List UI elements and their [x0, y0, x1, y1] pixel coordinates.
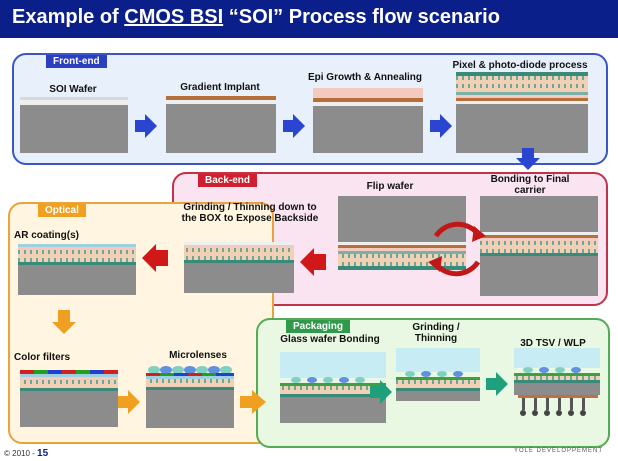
arrow-red-2 — [142, 244, 168, 272]
step-soi-wafer: SOI Wafer — [49, 84, 97, 95]
step-bonding: Bonding to Final carrier — [490, 174, 570, 196]
wafer-grinding-thinning — [396, 348, 480, 401]
arrow-blue-1 — [135, 114, 157, 138]
arrow-orange-down — [52, 310, 76, 334]
wafer-epi-growth — [313, 88, 423, 153]
backend-tag: Back-end — [198, 174, 258, 187]
footer-copyright: © 2010 - 15 — [4, 448, 49, 459]
arrow-red-1 — [300, 248, 326, 276]
wafer-color-filters — [20, 370, 118, 427]
wafer-microlenses — [146, 366, 234, 428]
wafer-bonded — [480, 196, 598, 296]
wafer-ar-coating — [18, 244, 136, 295]
wafer-glass-bonding — [280, 352, 386, 423]
arrow-green-1 — [370, 380, 392, 404]
packaging-tag: Packaging — [286, 320, 351, 333]
flip-rotation-icon — [428, 221, 486, 277]
arrow-blue-3 — [430, 114, 452, 138]
step-color-filters: Color filters — [14, 352, 71, 363]
arrow-blue-2 — [283, 114, 305, 138]
step-grinding-box: Grinding / Thinning down to the BOX to E… — [181, 202, 319, 224]
step-tsv: 3D TSV / WLP — [520, 338, 586, 349]
arrow-green-2 — [486, 372, 508, 396]
wafer-pixel-process — [456, 72, 588, 153]
title-bar — [0, 0, 618, 38]
arrow-blue-down — [516, 148, 540, 170]
step-pixel-process: Pixel & photo-diode process — [452, 60, 588, 71]
wafer-tsv — [514, 348, 600, 416]
step-ar-coating: AR coating(s) — [14, 230, 79, 241]
wafer-gradient-implant — [166, 96, 276, 153]
arrow-orange-right-1 — [118, 390, 140, 414]
footer-brand: YOLE DEVELOPPEMENT — [514, 448, 604, 454]
step-microlenses: Microlenses — [169, 350, 227, 361]
frontend-tag: Front-end — [46, 55, 107, 68]
step-epi-growth: Epi Growth & Annealing — [307, 72, 423, 83]
page-title: Example of CMOS BSI “SOI” Process flow s… — [12, 6, 500, 28]
step-gradient-implant: Gradient Implant — [180, 82, 260, 93]
optical-tag: Optical — [38, 204, 86, 217]
wafer-thinned — [184, 242, 294, 293]
step-flip-wafer: Flip wafer — [366, 181, 414, 192]
step-grinding: Grinding / Thinning — [412, 322, 460, 344]
step-glass-bonding: Glass wafer Bonding — [280, 334, 380, 345]
wafer-flip — [338, 196, 466, 270]
arrow-orange-right-2 — [240, 390, 266, 414]
wafer-soi — [20, 97, 128, 153]
